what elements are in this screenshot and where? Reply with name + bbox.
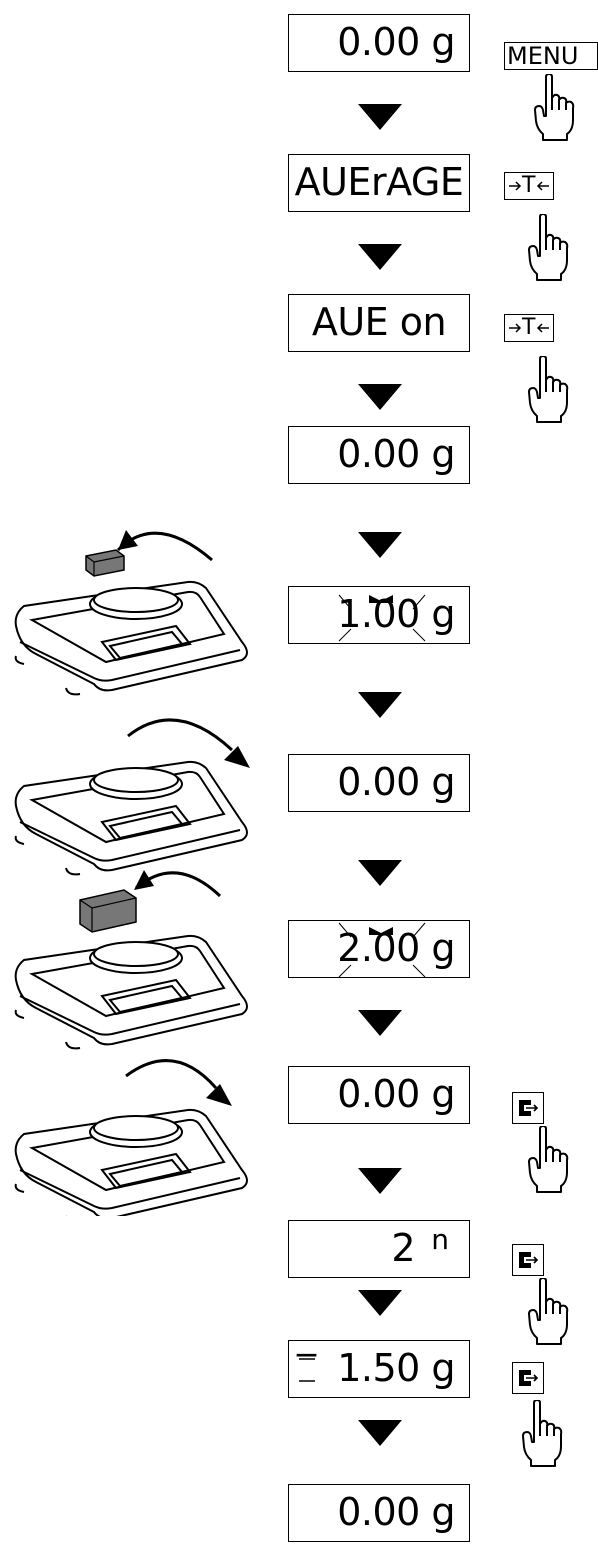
menu-key-label: MENU [507, 42, 579, 70]
display-value: 2 [391, 1226, 415, 1270]
display-step-7: 2.00 g [288, 920, 470, 978]
display-step-5: 1.00 g [288, 586, 470, 644]
weighing-scale-empty [14, 1059, 248, 1216]
display-value: 1.00 g [337, 592, 455, 636]
arrow-down-icon [358, 1290, 402, 1316]
display-value: 0.00 g [337, 1072, 455, 1116]
display-value: 0.00 g [337, 760, 455, 804]
display-step-2: AUErAGE [288, 154, 470, 212]
pointing-hand-icon [528, 1126, 569, 1193]
arrow-down-icon [358, 860, 402, 886]
deviation-mark-icon [299, 1358, 315, 1382]
weighing-scale-with-large-weight [14, 870, 248, 1050]
arrow-down-icon [358, 1010, 402, 1036]
arrow-removing-icon [127, 718, 234, 752]
arrow-down-icon [358, 692, 402, 718]
display-value: AUE on [311, 300, 447, 344]
tare-key-label: T [522, 315, 536, 340]
arrow-down-icon [358, 532, 402, 558]
pointing-hand-icon [528, 214, 569, 281]
display-value: 0.00 g [337, 20, 455, 64]
arrow-down-icon [358, 1168, 402, 1194]
flashing-rays-icon [338, 922, 426, 978]
large-weight-icon [79, 889, 137, 933]
print-key[interactable] [512, 1092, 544, 1124]
flashing-rays-icon [338, 594, 426, 642]
print-key-icon [518, 1369, 538, 1386]
arrow-down-icon [358, 384, 402, 410]
display-step-11: 0.00 g [288, 1484, 470, 1542]
display-step-1: 0.00 g [288, 14, 470, 72]
display-superscript: n [431, 1223, 449, 1256]
arrow-removing-icon [125, 1059, 218, 1089]
tare-key[interactable]: T [504, 314, 554, 342]
display-value: 0.00 g [337, 1490, 455, 1534]
pointing-hand-icon [522, 1400, 563, 1467]
display-step-10: ‾ 1.50 g [288, 1340, 470, 1398]
print-key[interactable] [512, 1244, 544, 1276]
arrow-down-icon [358, 104, 402, 130]
print-key[interactable] [512, 1362, 544, 1394]
display-value: 1.50 g [337, 1346, 455, 1390]
display-value: 0.00 g [337, 432, 455, 476]
arrow-down-icon [358, 244, 402, 270]
weighing-scale-empty [14, 718, 250, 876]
small-weight-icon [85, 549, 125, 577]
tare-key-label: T [522, 173, 536, 198]
pointing-hand-icon [528, 356, 569, 423]
display-value: AUErAGE [294, 160, 464, 204]
print-key-icon [518, 1099, 538, 1116]
pointing-hand-icon [534, 74, 575, 141]
print-key-icon [518, 1251, 538, 1268]
display-step-6: 0.00 g [288, 754, 470, 812]
menu-key[interactable]: MENU [504, 42, 598, 70]
display-value: 2.00 g [337, 926, 455, 970]
display-step-3: AUE on [288, 294, 470, 352]
pointing-hand-icon [528, 1278, 569, 1345]
weighing-scale-with-small-weight [14, 530, 248, 696]
display-step-9: 2 n [288, 1220, 470, 1278]
display-step-4: 0.00 g [288, 426, 470, 484]
display-step-8: 0.00 g [288, 1066, 470, 1124]
tare-key[interactable]: T [504, 172, 554, 200]
arrow-down-icon [358, 1420, 402, 1446]
